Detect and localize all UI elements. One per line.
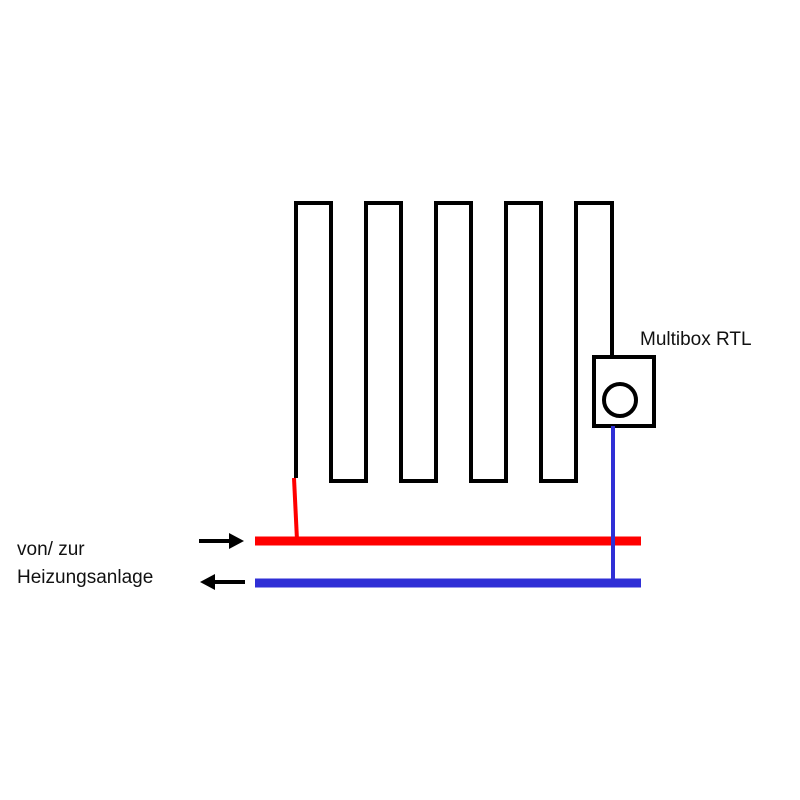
- multibox-label: Multibox RTL: [640, 329, 752, 350]
- flow-connection: [292, 477, 299, 541]
- inflow-arrow-icon: [199, 533, 244, 549]
- connection-label-line1: von/ zur: [17, 539, 85, 560]
- outflow-arrow-icon: [200, 574, 245, 590]
- valve-knob-icon: [602, 382, 638, 418]
- radiator-outline: [294, 201, 614, 483]
- connection-label-line2: Heizungsanlage: [17, 567, 153, 588]
